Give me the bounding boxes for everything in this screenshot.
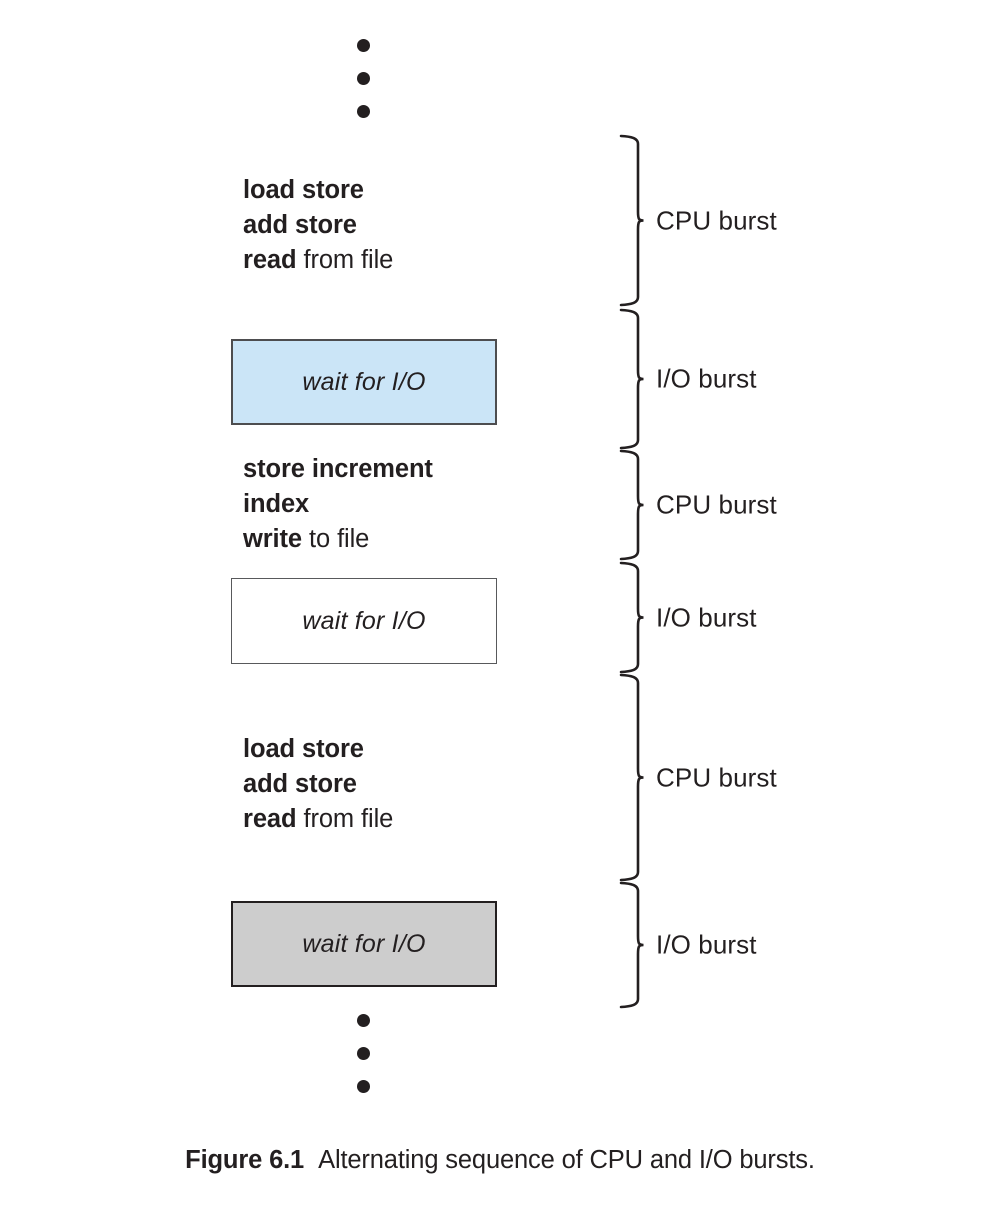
burst-brace-4: [618, 561, 644, 674]
io-burst-label-6: I/O burst: [656, 929, 757, 960]
instruction-keyword: load store: [243, 735, 364, 763]
ellipsis-dot: [356, 1080, 370, 1093]
instruction-operand: to file: [302, 525, 370, 553]
instruction-keyword: read: [243, 805, 297, 833]
ellipsis-dot: [356, 1047, 370, 1060]
io-wait-box-1: wait for I/O: [231, 339, 497, 425]
instruction-operand: from file: [296, 246, 394, 274]
instruction-keyword: index: [243, 490, 310, 518]
io-wait-label: wait for I/O: [302, 606, 426, 635]
instruction-line: read from file: [243, 802, 393, 837]
burst-brace-1: [618, 134, 644, 307]
instruction-keyword: read: [243, 246, 297, 274]
ellipsis-dot: [356, 72, 370, 85]
instruction-line: store increment: [243, 452, 433, 487]
cpu-instruction-block-1: load store add store read from file: [243, 173, 393, 278]
figure-caption: Figure 6.1 Alternating sequence of CPU an…: [0, 1146, 1000, 1175]
instruction-keyword: write: [243, 525, 303, 553]
io-wait-box-3: wait for I/O: [231, 901, 497, 987]
instruction-keyword: add store: [243, 211, 357, 239]
io-burst-label-2: I/O burst: [656, 363, 757, 394]
burst-brace-6: [618, 881, 644, 1009]
figure-number: Figure 6.1: [185, 1146, 305, 1174]
instruction-line: load store: [243, 173, 393, 208]
instruction-keyword: store increment: [243, 455, 433, 483]
instruction-line: index: [243, 487, 433, 522]
instruction-line: write to file: [243, 522, 433, 557]
cpu-burst-label-3: CPU burst: [656, 489, 777, 520]
instruction-operand: from file: [296, 805, 394, 833]
instruction-keyword: add store: [243, 770, 357, 798]
ellipsis-dot: [356, 1014, 370, 1027]
cpu-burst-label-1: CPU burst: [656, 205, 777, 235]
burst-brace-3: [618, 449, 644, 561]
figure-caption-text: Alternating sequence of CPU and I/O burs…: [318, 1146, 815, 1174]
ellipsis-dot: [356, 39, 370, 52]
cpu-burst-label-5: CPU burst: [656, 762, 777, 792]
instruction-line: add store: [243, 208, 393, 243]
instruction-keyword: load store: [243, 176, 364, 204]
vertical-ellipsis-bottom-icon: [350, 1014, 376, 1093]
burst-brace-2: [618, 308, 644, 450]
vertical-ellipsis-top-icon: [350, 39, 376, 118]
cpu-instruction-block-3: load store add store read from file: [243, 732, 393, 837]
io-burst-label-4: I/O burst: [656, 602, 757, 632]
instruction-line: read from file: [243, 243, 393, 278]
instruction-line: add store: [243, 767, 393, 802]
io-wait-box-2: wait for I/O: [231, 578, 497, 664]
instruction-line: load store: [243, 732, 393, 767]
io-wait-label: wait for I/O: [302, 929, 426, 958]
cpu-instruction-block-2: store increment index write to file: [243, 452, 433, 557]
io-wait-label: wait for I/O: [302, 367, 426, 396]
burst-brace-5: [618, 673, 644, 882]
ellipsis-dot: [356, 105, 370, 118]
